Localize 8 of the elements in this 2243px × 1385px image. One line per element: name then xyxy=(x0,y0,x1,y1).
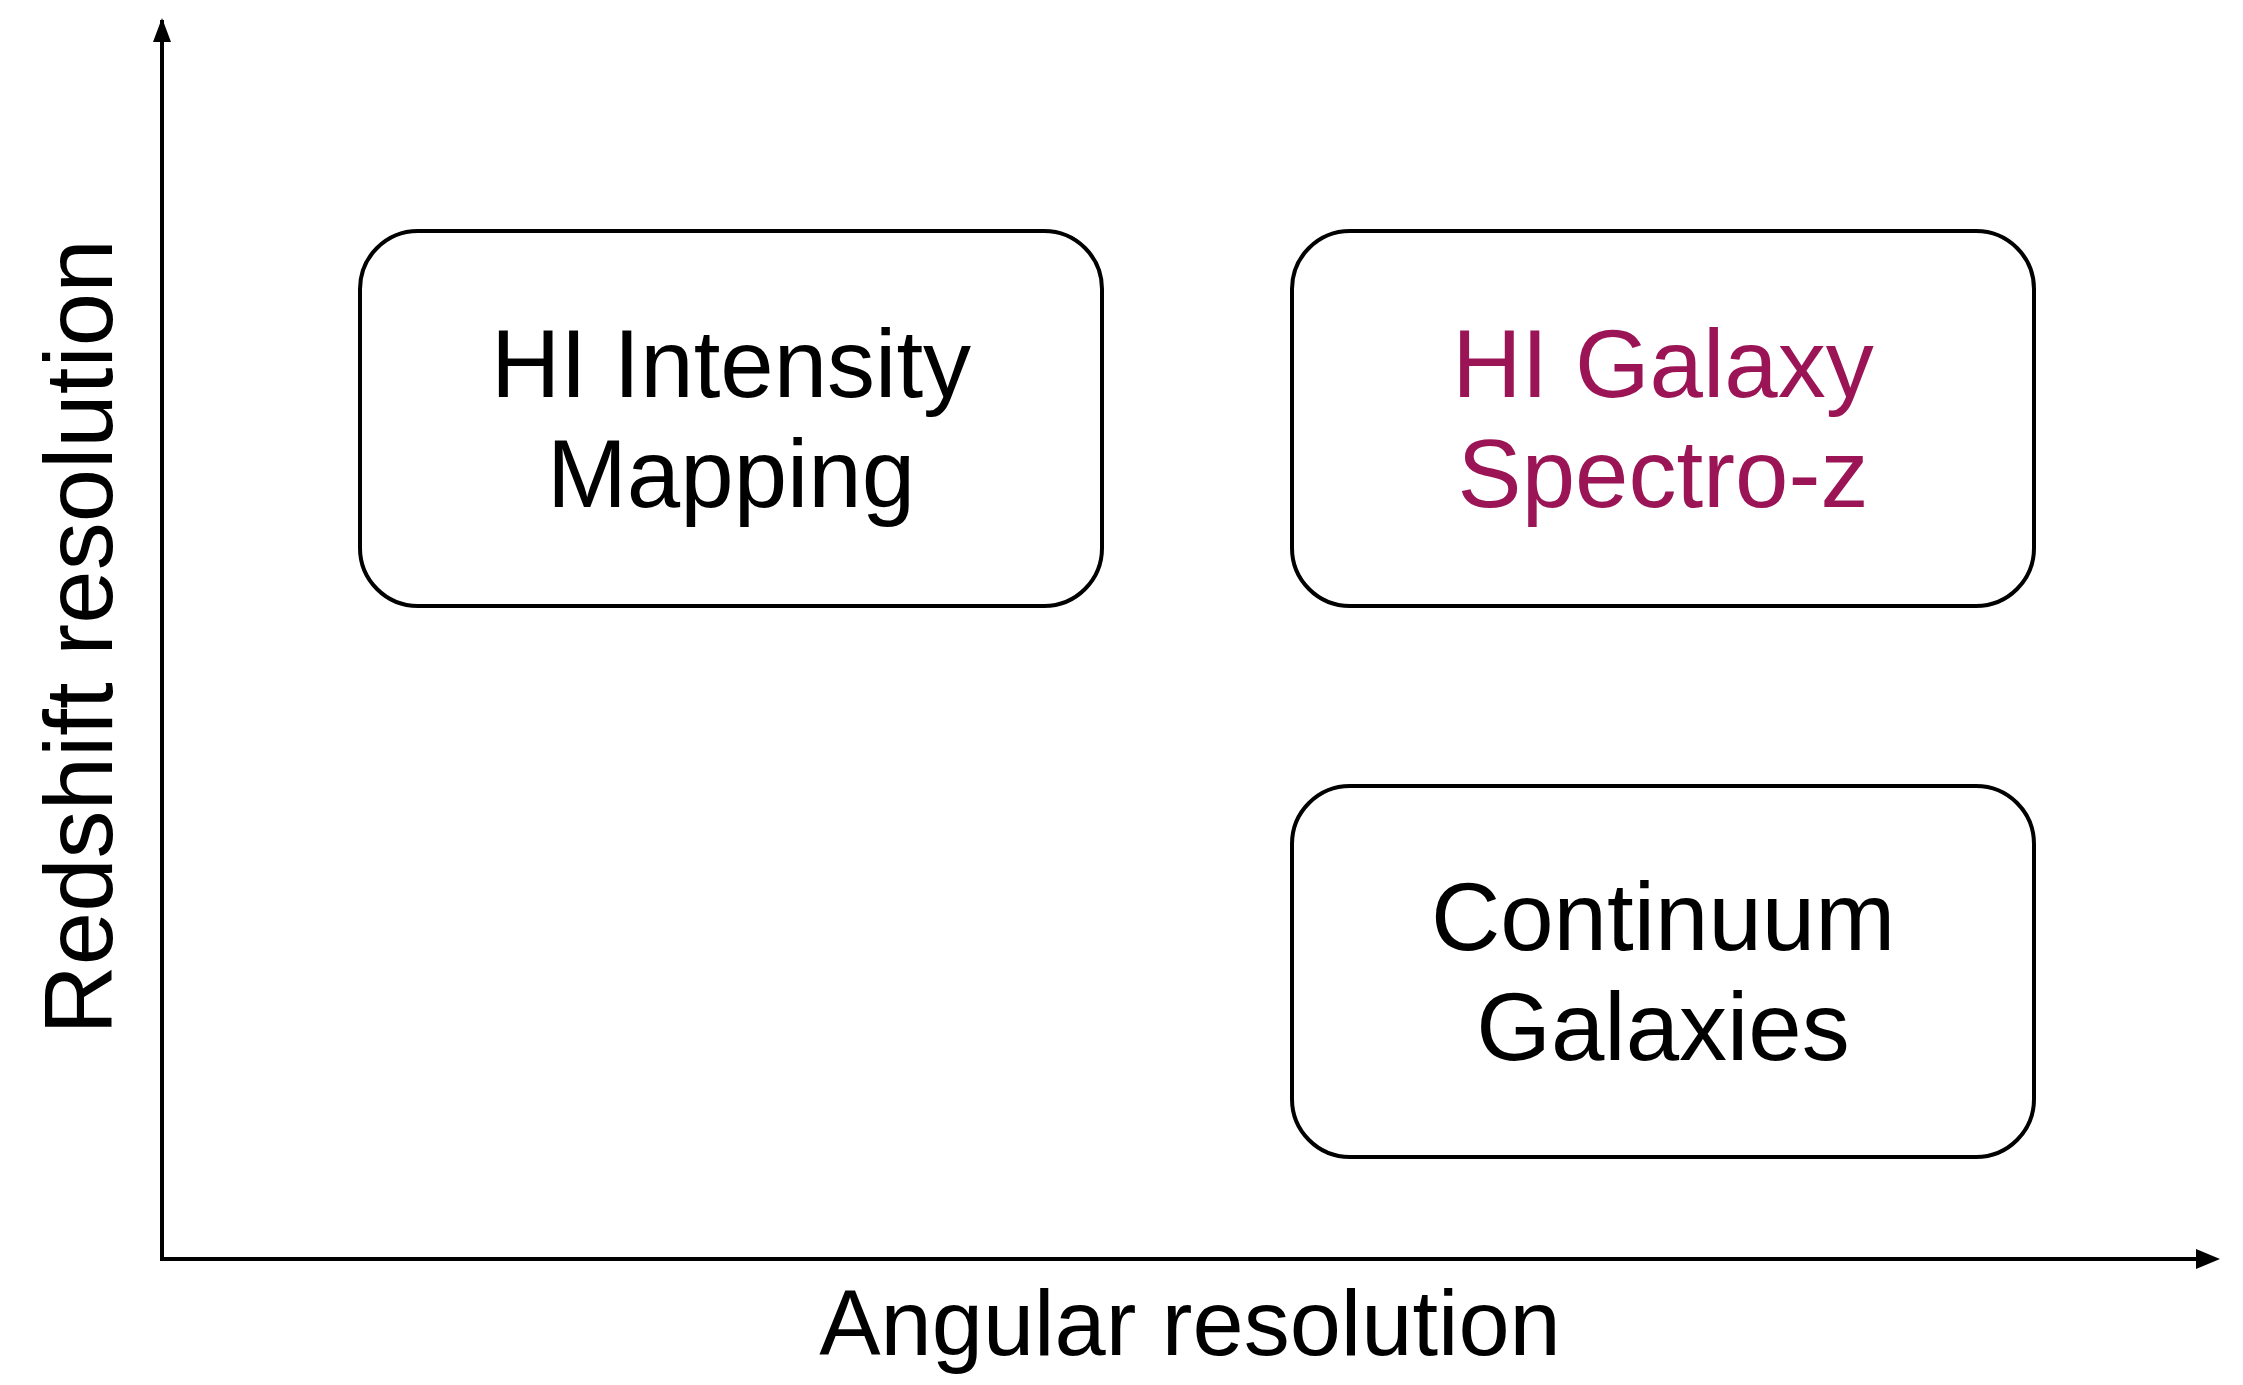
y-axis-label: Redshift resolution xyxy=(29,238,129,1037)
x-axis-label: Angular resolution xyxy=(818,1271,1562,1376)
rounded-box xyxy=(1290,229,2036,608)
rounded-box xyxy=(1290,784,2036,1159)
box-label: Continuum Galaxies xyxy=(1429,861,1897,1082)
box-label: HI Intensity Mapping xyxy=(489,308,973,529)
rounded-box xyxy=(358,229,1104,608)
box-label: HI Galaxy Spectro-z xyxy=(1451,308,1875,529)
